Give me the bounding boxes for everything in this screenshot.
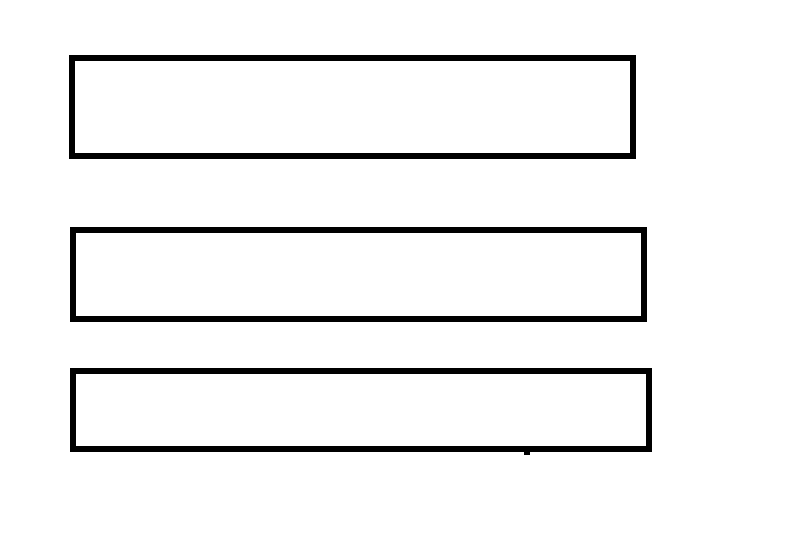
- empty-box-top: [69, 55, 636, 159]
- empty-box-middle: [70, 227, 647, 322]
- empty-box-bottom: [70, 368, 652, 452]
- stray-mark: [524, 449, 530, 455]
